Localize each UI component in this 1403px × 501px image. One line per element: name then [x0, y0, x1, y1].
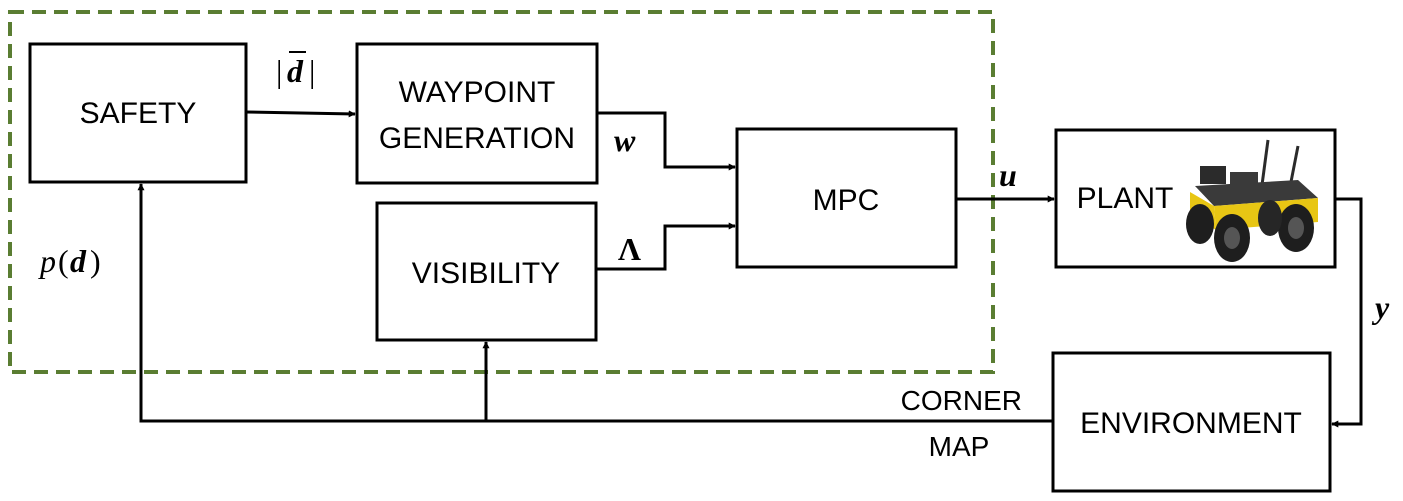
- p-d-open: (: [58, 243, 69, 279]
- dbar-open: |: [276, 53, 282, 89]
- edge-dbar: [245, 110, 356, 118]
- label-lambda: Λ: [618, 231, 641, 267]
- p-d-p: p: [38, 243, 56, 279]
- plant-block: PLANT: [1054, 128, 1337, 269]
- safety-block: SAFETY: [28, 42, 248, 184]
- waypoint-label-line1: WAYPOINT: [399, 76, 556, 109]
- environment-block: ENVIRONMENT: [1051, 351, 1332, 493]
- safety-label: SAFETY: [80, 97, 197, 130]
- p-d-symbol: d: [70, 243, 87, 279]
- label-map: MAP: [929, 431, 990, 462]
- controller-boundary: [8, 10, 995, 374]
- mpc-label: MPC: [813, 184, 880, 217]
- label-y: y: [1371, 289, 1390, 325]
- mpc-block: MPC: [735, 127, 958, 269]
- label-dbar: | d |: [276, 51, 315, 89]
- wheeled-robot-icon: [1186, 139, 1318, 262]
- label-w: w: [614, 122, 636, 158]
- label-u: u: [999, 157, 1017, 193]
- label-corner: CORNER: [901, 385, 1022, 416]
- edge-lambda: [596, 222, 736, 271]
- label-p-d: p ( d ): [38, 243, 101, 279]
- edge-corner-map-main: [137, 183, 1053, 423]
- dbar-close: |: [309, 53, 315, 89]
- waypoint-label-line2: GENERATION: [379, 122, 575, 155]
- waypoint-generation-block: WAYPOINT GENERATION: [355, 42, 599, 185]
- edge-y: [1331, 197, 1363, 428]
- plant-label: PLANT: [1077, 182, 1174, 215]
- visibility-block: VISIBILITY: [375, 201, 598, 342]
- visibility-label: VISIBILITY: [412, 257, 560, 290]
- dbar-symbol: d: [287, 53, 304, 89]
- environment-label: ENVIRONMENT: [1080, 407, 1302, 440]
- p-d-close: ): [90, 243, 101, 279]
- edge-w: [597, 111, 736, 171]
